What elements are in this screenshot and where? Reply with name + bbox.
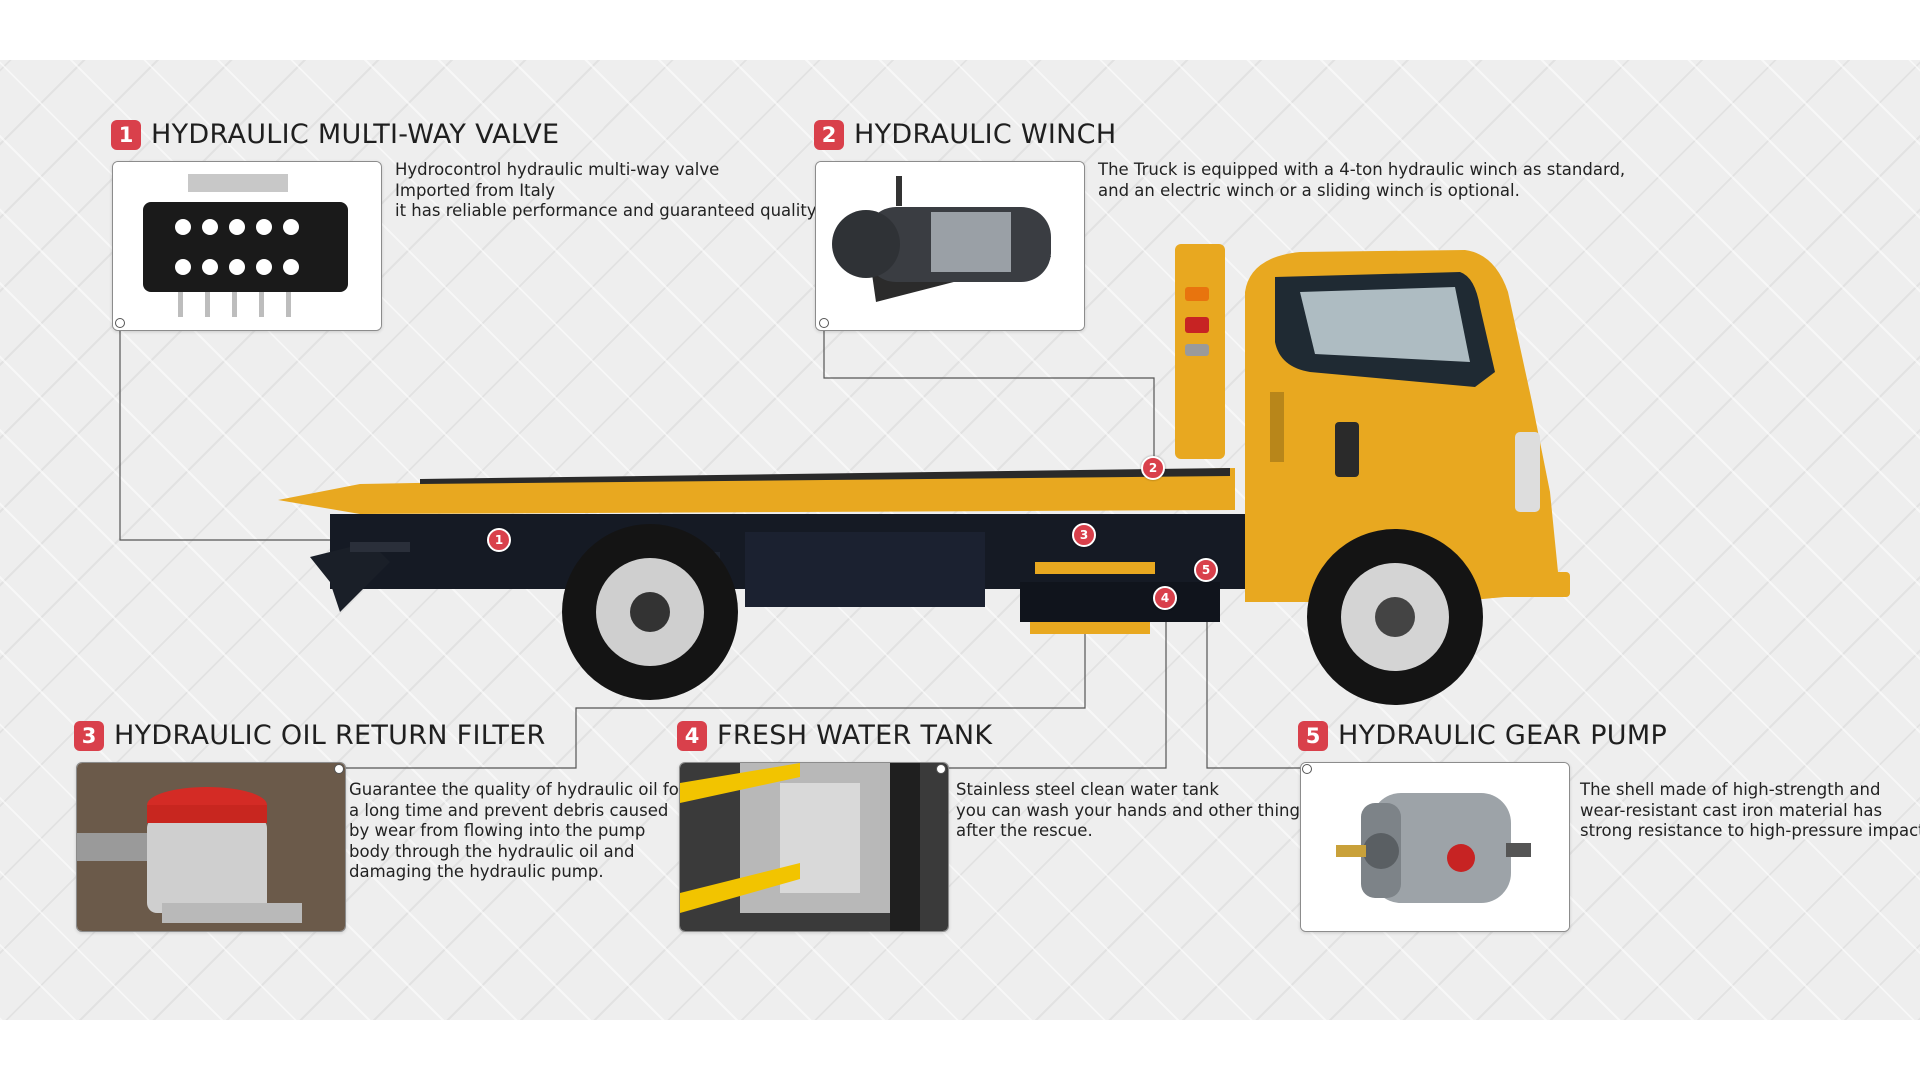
connector-4 xyxy=(940,598,1167,769)
feature-5-line: strong resistance to high-pressure impac… xyxy=(1580,821,1920,840)
feature-1-title: 1 HYDRAULIC MULTI-WAY VALVE xyxy=(111,119,559,150)
connector-2 xyxy=(823,328,1155,468)
feature-4-description: Stainless steel clean water tank you can… xyxy=(956,780,1309,842)
badge-5: 5 xyxy=(1298,720,1328,751)
feature-5-title-text: HYDRAULIC GEAR PUMP xyxy=(1338,720,1668,751)
feature-1-title-text: HYDRAULIC MULTI-WAY VALVE xyxy=(151,119,560,150)
rear-wheel xyxy=(562,524,738,700)
feature-1-line: it has reliable performance and guarante… xyxy=(395,201,820,220)
anchor-dot-3 xyxy=(334,764,344,774)
feature-5-line: wear-resistant cast iron material has xyxy=(1580,800,1883,820)
badge-3: 3 xyxy=(74,720,104,751)
feature-3-title-text: HYDRAULIC OIL RETURN FILTER xyxy=(114,720,546,751)
marker-1[interactable]: 1 xyxy=(487,528,511,552)
feature-5-line: The shell made of high-strength and xyxy=(1580,780,1881,799)
marker-5[interactable]: 5 xyxy=(1194,558,1218,582)
filter-photo xyxy=(76,762,346,932)
feature-2-title: 2 HYDRAULIC WINCH xyxy=(814,119,1116,150)
connector-5 xyxy=(1206,570,1306,769)
feature-3-description: Guarantee the quality of hydraulic oil f… xyxy=(349,780,686,883)
feature-2-line: and an electric winch or a sliding winch… xyxy=(1098,180,1520,200)
front-wheel xyxy=(1307,529,1483,705)
feature-4-title: 4 FRESH WATER TANK xyxy=(677,720,992,751)
marker-4[interactable]: 4 xyxy=(1153,586,1177,610)
winch-photo xyxy=(815,161,1085,331)
feature-5-description: The shell made of high-strength and wear… xyxy=(1580,780,1920,842)
gear-pump-photo xyxy=(1300,762,1570,932)
feature-3-line: a long time and prevent debris caused xyxy=(349,800,669,820)
water-tank-photo xyxy=(679,762,949,932)
feature-3-line: body through the hydraulic oil and xyxy=(349,841,635,861)
feature-3-title: 3 HYDRAULIC OIL RETURN FILTER xyxy=(74,720,546,751)
anchor-dot-5 xyxy=(1302,764,1312,774)
feature-3-line: damaging the hydraulic pump. xyxy=(349,862,604,881)
connector-3 xyxy=(345,535,1086,769)
anchor-dot-2 xyxy=(819,318,829,328)
feature-5-title: 5 HYDRAULIC GEAR PUMP xyxy=(1298,720,1667,751)
feature-3-line: by wear from flowing into the pump xyxy=(349,821,646,840)
valve-photo xyxy=(112,161,382,331)
feature-1-line: Imported from Italy xyxy=(395,180,556,200)
anchor-dot-4 xyxy=(936,764,946,774)
feature-4-title-text: FRESH WATER TANK xyxy=(717,720,993,751)
feature-1-description: Hydrocontrol hydraulic multi-way valve I… xyxy=(395,160,819,222)
feature-2-line: The Truck is equipped with a 4-ton hydra… xyxy=(1098,160,1626,179)
badge-2: 2 xyxy=(814,119,844,150)
feature-2-title-text: HYDRAULIC WINCH xyxy=(854,119,1117,150)
feature-3-line: Guarantee the quality of hydraulic oil f… xyxy=(349,780,686,799)
badge-4: 4 xyxy=(677,720,707,751)
anchor-dot-1 xyxy=(115,318,125,328)
feature-4-line: Stainless steel clean water tank xyxy=(956,780,1219,799)
feature-1-line: Hydrocontrol hydraulic multi-way valve xyxy=(395,160,720,179)
badge-1: 1 xyxy=(111,119,141,150)
feature-4-line: after the rescue. xyxy=(956,821,1093,840)
marker-2[interactable]: 2 xyxy=(1141,456,1165,480)
marker-3[interactable]: 3 xyxy=(1072,523,1096,547)
feature-2-description: The Truck is equipped with a 4-ton hydra… xyxy=(1098,160,1625,201)
feature-4-line: you can wash your hands and other things xyxy=(956,800,1309,820)
